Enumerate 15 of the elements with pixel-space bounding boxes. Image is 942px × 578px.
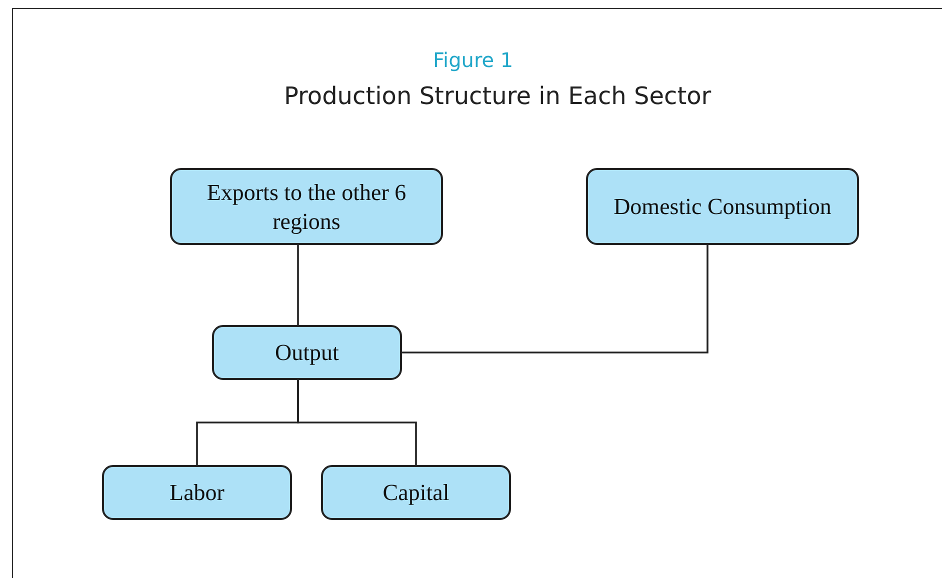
connector-line	[402, 245, 708, 354]
process-box	[586, 168, 859, 245]
figure-title: Production Structure in Each Sector	[284, 82, 712, 110]
figure-number: Figure 1	[433, 48, 514, 72]
process-box	[102, 465, 292, 520]
connector-line	[297, 380, 417, 465]
box-label: Domestic Consumption	[614, 193, 832, 221]
process-box	[212, 325, 402, 380]
connector-line	[297, 245, 299, 325]
box-label: Capital	[382, 479, 450, 507]
process-box	[321, 465, 511, 520]
box-label: Output	[275, 339, 339, 367]
box-label: Labor	[170, 479, 224, 507]
process-box	[170, 168, 443, 245]
box-label: Exports to the other 6 regions	[206, 178, 408, 236]
